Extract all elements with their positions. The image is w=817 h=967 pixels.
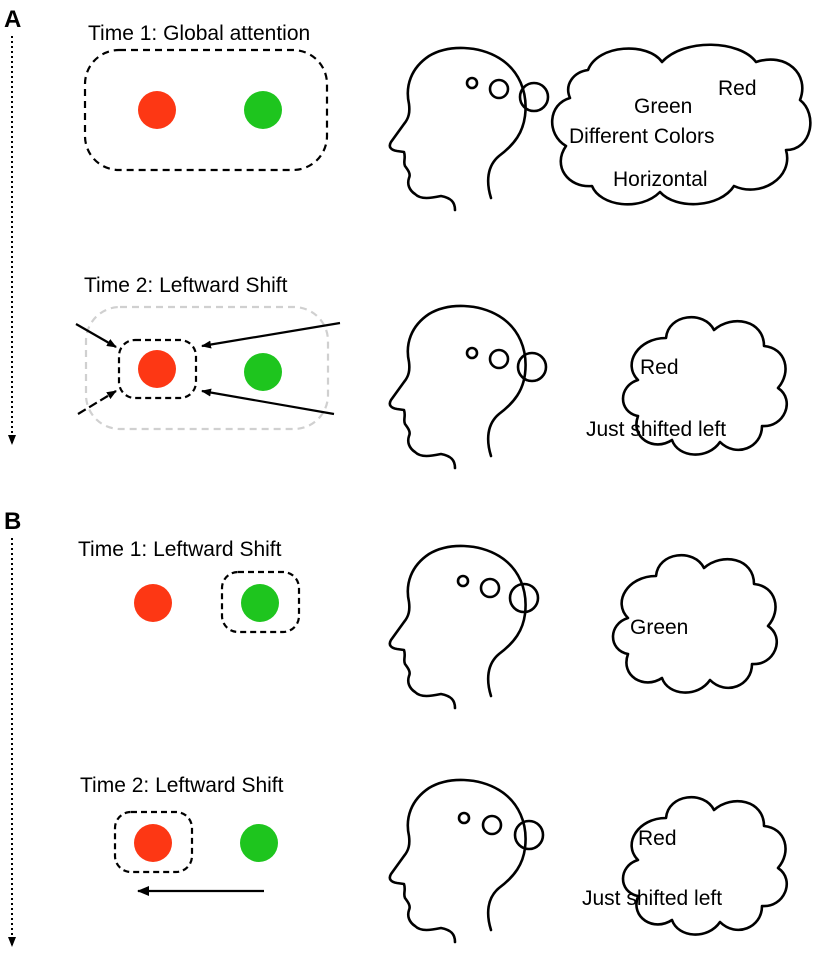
- focused-attention-box: [220, 570, 301, 634]
- green-dot: [244, 91, 282, 129]
- thought-bubble-large: [518, 81, 550, 113]
- thought-text-red: Red: [640, 356, 679, 379]
- thought-text-green: Green: [630, 616, 688, 639]
- thought-text-just-shifted-left: Just shifted left: [586, 418, 726, 441]
- shrinking-attention-box: [117, 338, 198, 400]
- thought-bubble-large: [508, 582, 540, 614]
- thought-bubble-large: [513, 819, 545, 851]
- thought-text-horizontal: Horizontal: [613, 168, 708, 191]
- caption-b2: Time 2: Leftward Shift: [80, 774, 284, 797]
- panel-label-a: A: [4, 6, 21, 33]
- thought-bubble-small: [457, 811, 471, 825]
- faded-global-attention-box: [84, 305, 330, 431]
- thought-cloud: [621, 795, 789, 936]
- thought-bubble-large: [516, 351, 548, 383]
- thought-text-red: Red: [638, 827, 677, 850]
- red-dot: [138, 91, 176, 129]
- thought-bubble-medium: [488, 78, 510, 100]
- red-dot: [138, 350, 176, 388]
- thought-bubble-small: [456, 574, 470, 588]
- shrink-arrow-upper-left: [75, 323, 117, 348]
- thought-bubble-small: [465, 346, 479, 360]
- green-dot: [240, 824, 278, 862]
- head-silhouette: [388, 778, 527, 944]
- focused-attention-box: [113, 810, 194, 874]
- red-dot: [134, 584, 172, 622]
- thought-text-different-colors: Different Colors: [569, 125, 715, 148]
- thought-cloud: [550, 43, 812, 206]
- red-dot: [134, 824, 172, 862]
- global-attention-box: [83, 48, 329, 172]
- thought-bubble-medium: [488, 348, 510, 370]
- thought-text-red: Red: [718, 77, 757, 100]
- caption-b1: Time 1: Leftward Shift: [78, 538, 282, 561]
- head-silhouette: [388, 46, 527, 212]
- thought-bubble-medium: [479, 577, 501, 599]
- thought-bubble-medium: [481, 814, 503, 836]
- shrink-arrow-lower-left: [77, 390, 117, 415]
- thought-bubble-small: [465, 76, 479, 90]
- green-dot: [241, 584, 279, 622]
- head-silhouette: [388, 304, 527, 470]
- shrink-arrow-lower-right: [201, 388, 335, 416]
- caption-a2: Time 2: Leftward Shift: [84, 274, 288, 297]
- thought-text-green: Green: [634, 95, 692, 118]
- caption-a1: Time 1: Global attention: [88, 22, 310, 45]
- green-dot: [244, 353, 282, 391]
- panel-label-b: B: [4, 508, 21, 535]
- head-silhouette: [388, 544, 527, 710]
- thought-text-just-shifted-left: Just shifted left: [582, 887, 722, 910]
- shrink-arrow-upper-right: [201, 321, 341, 349]
